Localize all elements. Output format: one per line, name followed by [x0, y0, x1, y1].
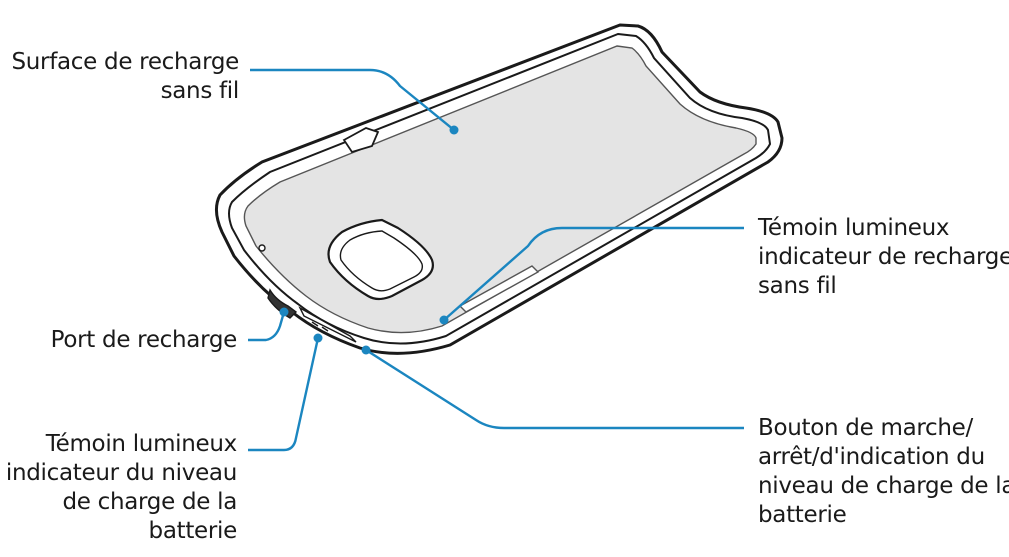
- bottom-edge: [258, 244, 357, 343]
- label-line: sans fil: [758, 273, 837, 299]
- label-wireless-led: Témoin lumineux indicateur de recharge s…: [758, 214, 1009, 301]
- label-line: batterie: [148, 518, 238, 544]
- camera-cutout: [327, 218, 434, 301]
- leader-wireless-led: [443, 226, 744, 321]
- label-line: de charge de la: [62, 489, 237, 515]
- label-line: Port de recharge: [50, 327, 238, 353]
- label-power-button: Bouton de marche/ arrêt/d'indication du …: [758, 414, 1009, 530]
- label-line: indicateur de recharge: [758, 244, 1009, 270]
- label-line: Témoin lumineux: [758, 215, 950, 241]
- label-line: niveau de charge de la: [758, 473, 1009, 499]
- label-charging-port: Port de recharge: [50, 326, 238, 355]
- label-battery-led: Témoin lumineux indicateur du niveau de …: [6, 430, 237, 546]
- label-line: indicateur du niveau: [5, 460, 237, 486]
- leader-dots: [279, 125, 459, 355]
- label-line: Témoin lumineux: [45, 431, 238, 457]
- leader-lines: [248, 68, 744, 452]
- label-line: Bouton de marche/: [758, 415, 973, 441]
- top-clip: [342, 127, 380, 154]
- label-line: sans fil: [160, 78, 240, 104]
- label-wireless-surface: Surface de recharge sans fil: [11, 48, 239, 106]
- label-line: arrêt/d'indication du: [758, 444, 985, 470]
- leader-battery-led: [248, 337, 320, 452]
- leader-wireless-surface: [250, 68, 455, 131]
- leader-charging-port: [248, 311, 286, 342]
- side-slot: [458, 265, 540, 313]
- label-line: batterie: [758, 502, 847, 528]
- leader-power-button: [365, 348, 744, 430]
- label-line: Surface de recharge: [11, 49, 239, 75]
